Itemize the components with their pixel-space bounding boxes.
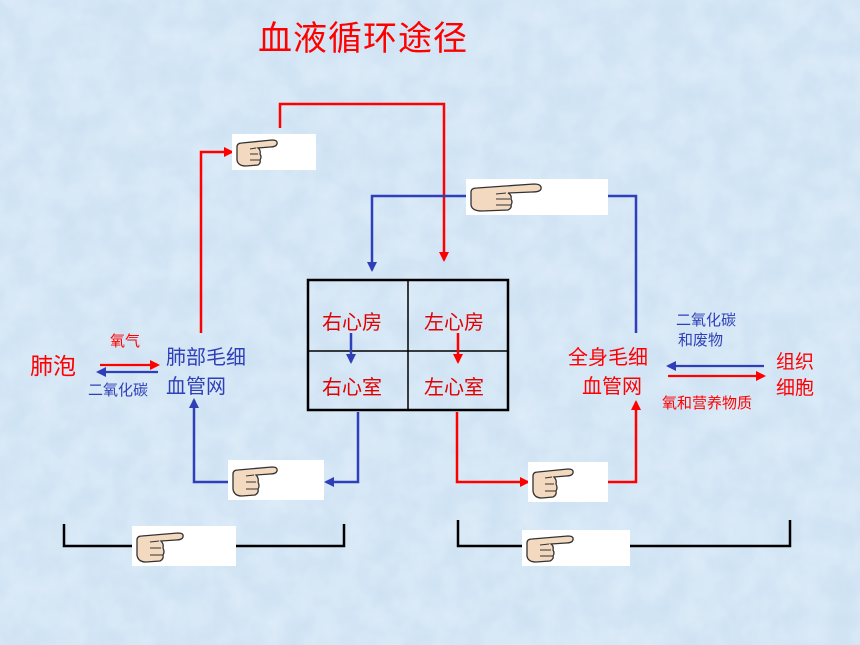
right-atrium-label: 右心房 [322, 310, 382, 334]
tissue-cell-label-1: 组织 [776, 351, 815, 373]
vena-cava-path [606, 194, 638, 333]
vena-cava-path-2 [367, 194, 468, 272]
co2-waste-label-1: 二氧化碳 [676, 311, 737, 329]
pointing-hand-icon [532, 468, 574, 499]
pulmonary-vein-path-2 [278, 102, 449, 262]
blank-box-vena-cava [466, 179, 608, 215]
pulmonary-artery-path [324, 412, 360, 487]
lung-capillary-label-2: 血管网 [166, 374, 226, 398]
right-ventricle-label: 右心室 [322, 375, 382, 399]
page-title: 血液循环途径 [258, 19, 468, 59]
lung-capillary-label-1: 肺部毛细 [166, 345, 246, 369]
pulmonary-artery-path-2 [189, 398, 228, 484]
oxygen-label: 氧气 [110, 332, 141, 350]
pointing-hand-icon [470, 183, 542, 212]
aorta-path [455, 412, 530, 487]
left-ventricle-label: 左心室 [424, 375, 484, 399]
left-atrium-label: 左心房 [424, 310, 484, 334]
alveoli-label: 肺泡 [30, 354, 76, 380]
pointing-hand-icon [232, 466, 278, 497]
blank-box-pulmonary-vein [232, 134, 316, 170]
pointing-hand-icon [236, 139, 278, 167]
tissue-cell-label-2: 细胞 [776, 377, 815, 399]
blank-box-pulmonary-circulation [132, 526, 236, 566]
body-capillary-label-1: 全身毛细 [568, 345, 648, 369]
blank-box-aorta [528, 462, 608, 502]
blank-box-pulmonary-artery [228, 460, 324, 500]
pointing-hand-icon [136, 532, 184, 563]
co2-label: 二氧化碳 [88, 381, 149, 399]
co2-waste-label-2: 和废物 [678, 331, 724, 349]
aorta-path-2 [608, 400, 641, 484]
body-capillary-label-2: 血管网 [582, 374, 642, 398]
oxygen-nutrients-label: 氧和营养物质 [662, 394, 753, 412]
pulmonary-vein-path [199, 147, 234, 333]
blank-box-systemic-circulation [522, 530, 630, 566]
pointing-hand-icon [526, 535, 574, 563]
